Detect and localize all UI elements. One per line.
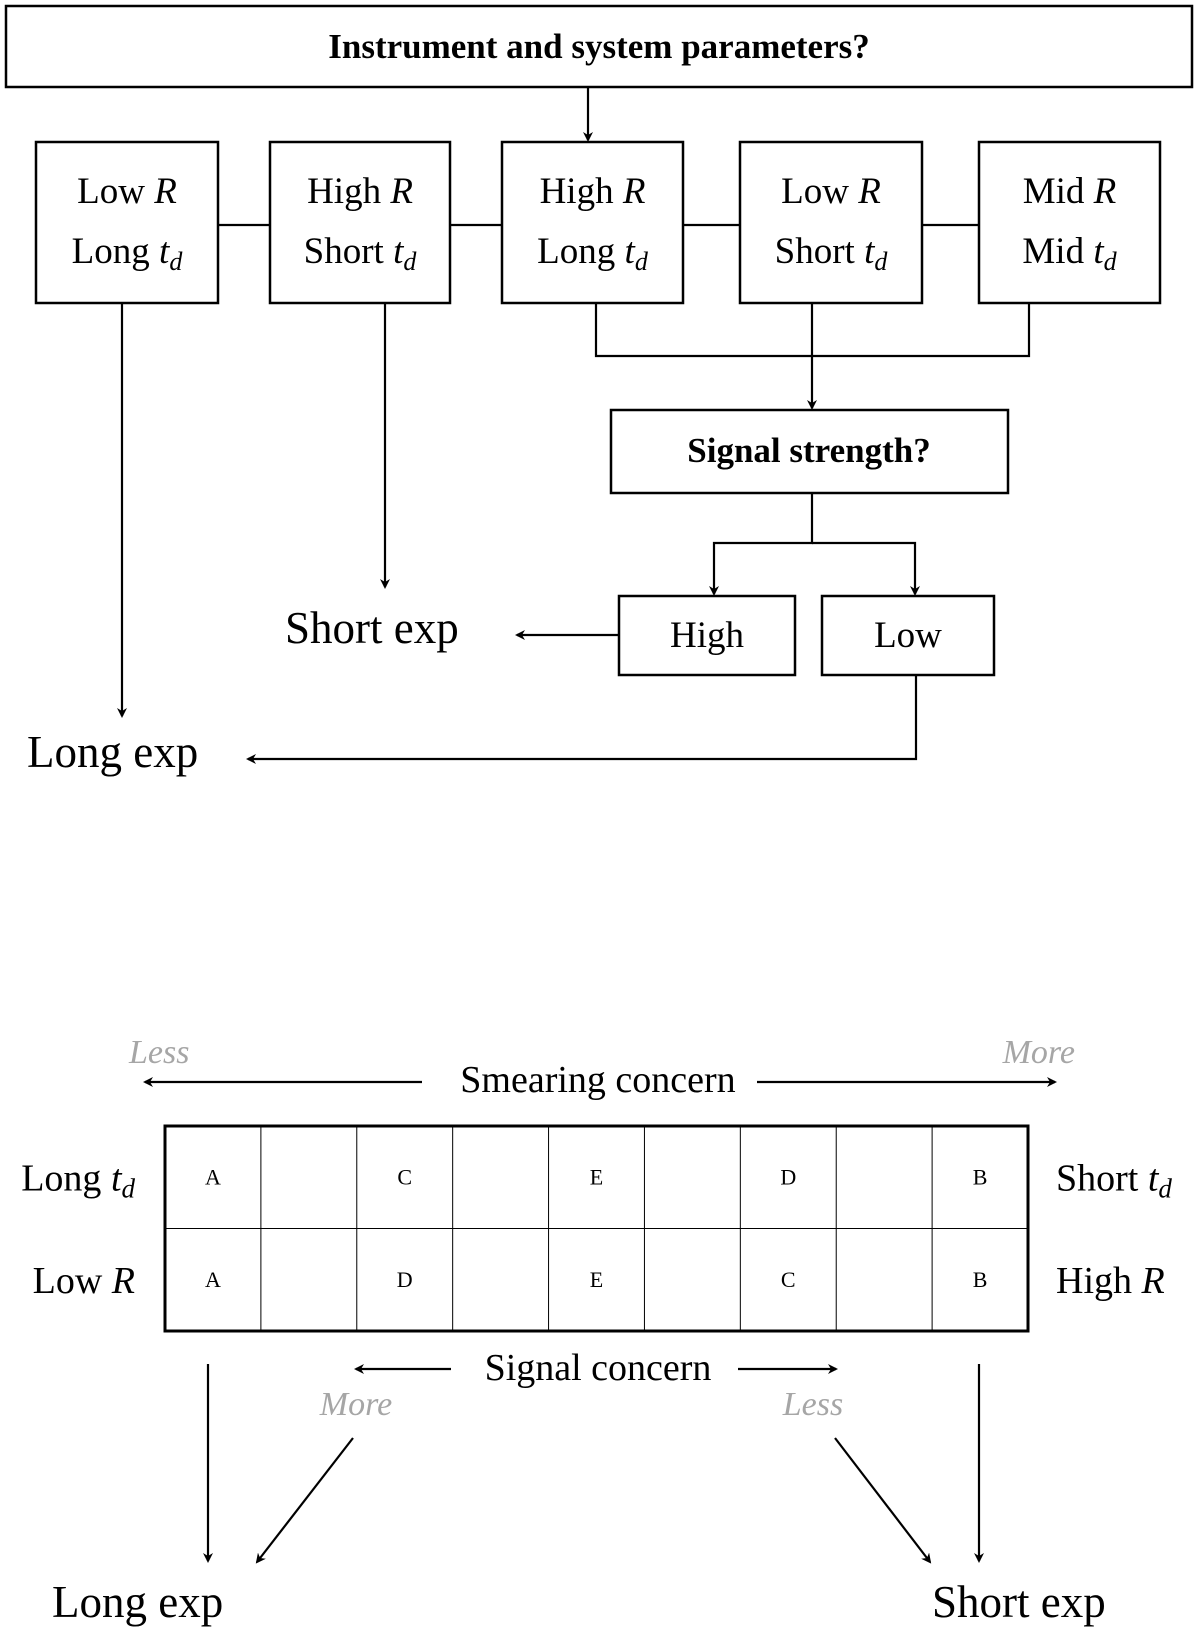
ranking-table: A C E D B A D E C B — [163, 1124, 1030, 1333]
case-line-1-variable: R — [857, 171, 881, 212]
case-line-2: Long td — [537, 231, 649, 276]
case-line-1-variable: R — [1093, 171, 1117, 212]
case-line-2-word: Mid — [1022, 231, 1093, 272]
scale-outcome-short-exp: Short exp — [932, 1577, 1106, 1627]
signal-less-hint: Less — [782, 1386, 843, 1423]
case-line-2-variable: t — [1093, 231, 1105, 272]
case-line-2-word: Short — [304, 231, 393, 272]
row-label-left-word: Low — [33, 1260, 112, 1302]
case-line-2-subscript: d — [169, 247, 183, 276]
case-line-1-word: Low — [77, 171, 154, 212]
case-line-1-variable: R — [622, 171, 646, 212]
smearing-more-hint: More — [1002, 1034, 1075, 1071]
root-question-node: Instrument and system parameters? — [4, 4, 1194, 89]
case-line-2-variable: t — [393, 231, 405, 272]
scale-outcome-long-exp: Long exp — [52, 1577, 223, 1627]
case-node-box — [977, 140, 1162, 305]
table-cell: D — [780, 1164, 796, 1189]
case-line-2-word: Long — [72, 231, 159, 272]
outcome-long-exp: Long exp — [27, 727, 198, 777]
table-cell: C — [781, 1267, 796, 1292]
row-label-left: Long td — [21, 1157, 135, 1203]
case-line-2-variable: t — [159, 231, 171, 272]
case-node-2: High R Short td — [268, 140, 452, 305]
table-cell: A — [205, 1164, 221, 1189]
table-cell: D — [397, 1267, 413, 1292]
case-line-1-variable: R — [153, 171, 177, 212]
case-node-3: High R Long td — [500, 140, 685, 305]
case-line-1-variable: R — [389, 171, 413, 212]
signal-more-hint: More — [319, 1386, 392, 1423]
more-signal-to-long-exp-arrow — [255, 1437, 354, 1564]
less-signal-to-short-exp-arrow — [834, 1437, 932, 1564]
table-cell: E — [590, 1164, 603, 1189]
case-line-1: Mid R — [1023, 171, 1117, 212]
signal-low-node: Low — [820, 594, 996, 677]
row-label-left: Low R — [33, 1260, 135, 1302]
smearing-concern-label: Smearing concern — [460, 1059, 735, 1101]
case-line-2-variable: t — [625, 231, 637, 272]
case-node-box — [500, 140, 685, 305]
row-label-left-variable: R — [111, 1260, 135, 1302]
signal-concern-label: Signal concern — [485, 1347, 712, 1389]
case-line-2-subscript: d — [403, 247, 417, 276]
case-node-box — [34, 140, 220, 305]
row-label-left-variable: t — [111, 1157, 123, 1199]
signal-high-node: High — [617, 594, 797, 677]
signal-strength-label: Signal strength? — [687, 431, 930, 470]
case-node-1: Low R Long td — [34, 140, 220, 305]
row-label-right-subscript: d — [1158, 1173, 1172, 1203]
row-label-right: Short td — [1056, 1157, 1172, 1203]
low-to-long-exp-arrow — [246, 675, 918, 764]
case-line-1: Low R — [781, 171, 881, 212]
case-line-2-word: Short — [775, 231, 864, 272]
row-label-left-subscript: d — [122, 1173, 136, 1203]
case-line-2-word: Long — [537, 231, 624, 272]
signal-high-label: High — [670, 615, 745, 656]
case-node-box — [738, 140, 924, 305]
case-node-4: Low R Short td — [738, 140, 924, 305]
case-line-1-word: High — [307, 171, 390, 212]
case-line-1: High R — [307, 171, 413, 212]
root-question-label: Instrument and system parameters? — [328, 27, 869, 66]
row-label-right-word: Short — [1056, 1157, 1148, 1199]
table-cell: C — [397, 1164, 412, 1189]
signal-strength-node: Signal strength? — [609, 408, 1010, 495]
row-label-right-variable: R — [1141, 1260, 1165, 1302]
smearing-less-hint: Less — [128, 1034, 189, 1071]
case-line-2: Short td — [775, 231, 889, 276]
row-label-right: High R — [1056, 1260, 1165, 1302]
to-high-arrow — [709, 493, 814, 596]
case-line-2: Mid td — [1022, 231, 1117, 276]
table-border — [163, 1124, 1030, 1333]
case-line-1-word: High — [540, 171, 623, 212]
table-cell: B — [973, 1164, 988, 1189]
case-line-1: High R — [540, 171, 646, 212]
case-line-2: Short td — [304, 231, 418, 276]
case-line-2-subscript: d — [635, 247, 649, 276]
case-line-2: Long td — [72, 231, 184, 276]
case-line-1-word: Mid — [1023, 171, 1094, 212]
table-cell: E — [590, 1267, 603, 1292]
to-low-arrow — [812, 541, 920, 596]
case-line-1: Low R — [77, 171, 177, 212]
case-line-2-subscript: d — [1104, 247, 1118, 276]
table-cell: B — [973, 1267, 988, 1292]
case-line-2-variable: t — [864, 231, 876, 272]
table-cell: A — [205, 1267, 221, 1292]
row-label-left-word: Long — [21, 1157, 111, 1199]
signal-low-label: Low — [874, 615, 942, 656]
case-line-1-word: Low — [781, 171, 858, 212]
case-line-2-subscript: d — [874, 247, 888, 276]
row-label-right-variable: t — [1148, 1157, 1160, 1199]
case-node-box — [268, 140, 452, 305]
row-label-right-word: High — [1056, 1260, 1142, 1302]
outcome-short-exp: Short exp — [285, 603, 459, 653]
